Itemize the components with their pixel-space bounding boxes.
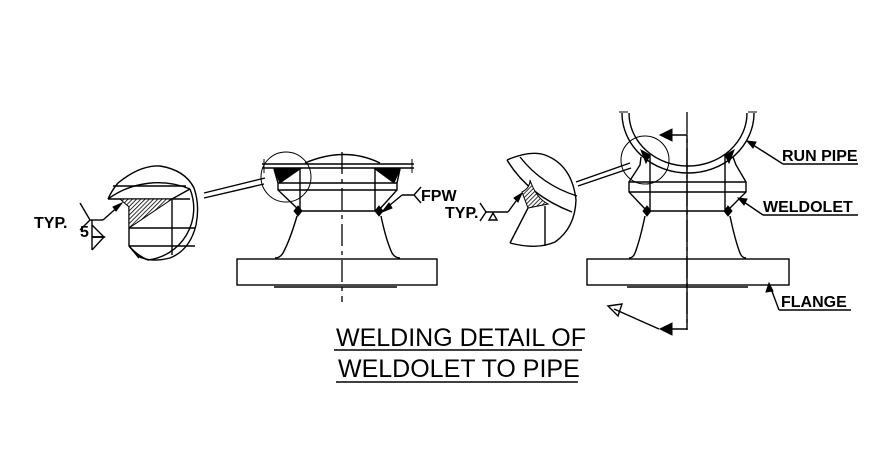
label-fpw: FPW xyxy=(421,188,457,205)
weld-symbol-mid xyxy=(479,191,524,222)
detail-circle-left xyxy=(107,165,199,261)
weld-symbol-left xyxy=(79,201,124,251)
label-typ-left: TYP. xyxy=(34,215,68,232)
label-typ-mid: TYP. xyxy=(445,205,479,222)
weldolet-assembly-2 xyxy=(586,111,790,336)
drawing-title-line2: WELDOLET TO PIPE xyxy=(338,355,580,383)
detail-leader-left xyxy=(203,177,266,199)
callout-weldolet xyxy=(736,197,858,216)
callout-run-pipe xyxy=(745,140,858,165)
weldolet-assembly-1 xyxy=(236,151,438,302)
label-flange: FLANGE xyxy=(781,294,847,311)
label-weldolet: WELDOLET xyxy=(763,199,853,216)
label-run-pipe: RUN PIPE xyxy=(782,148,858,165)
callout-flange xyxy=(765,281,851,311)
label-weld-size: 5 xyxy=(80,224,89,241)
drawing-title-line1: WELDING DETAIL OF xyxy=(336,324,586,352)
detail-circle-mid xyxy=(506,152,632,247)
